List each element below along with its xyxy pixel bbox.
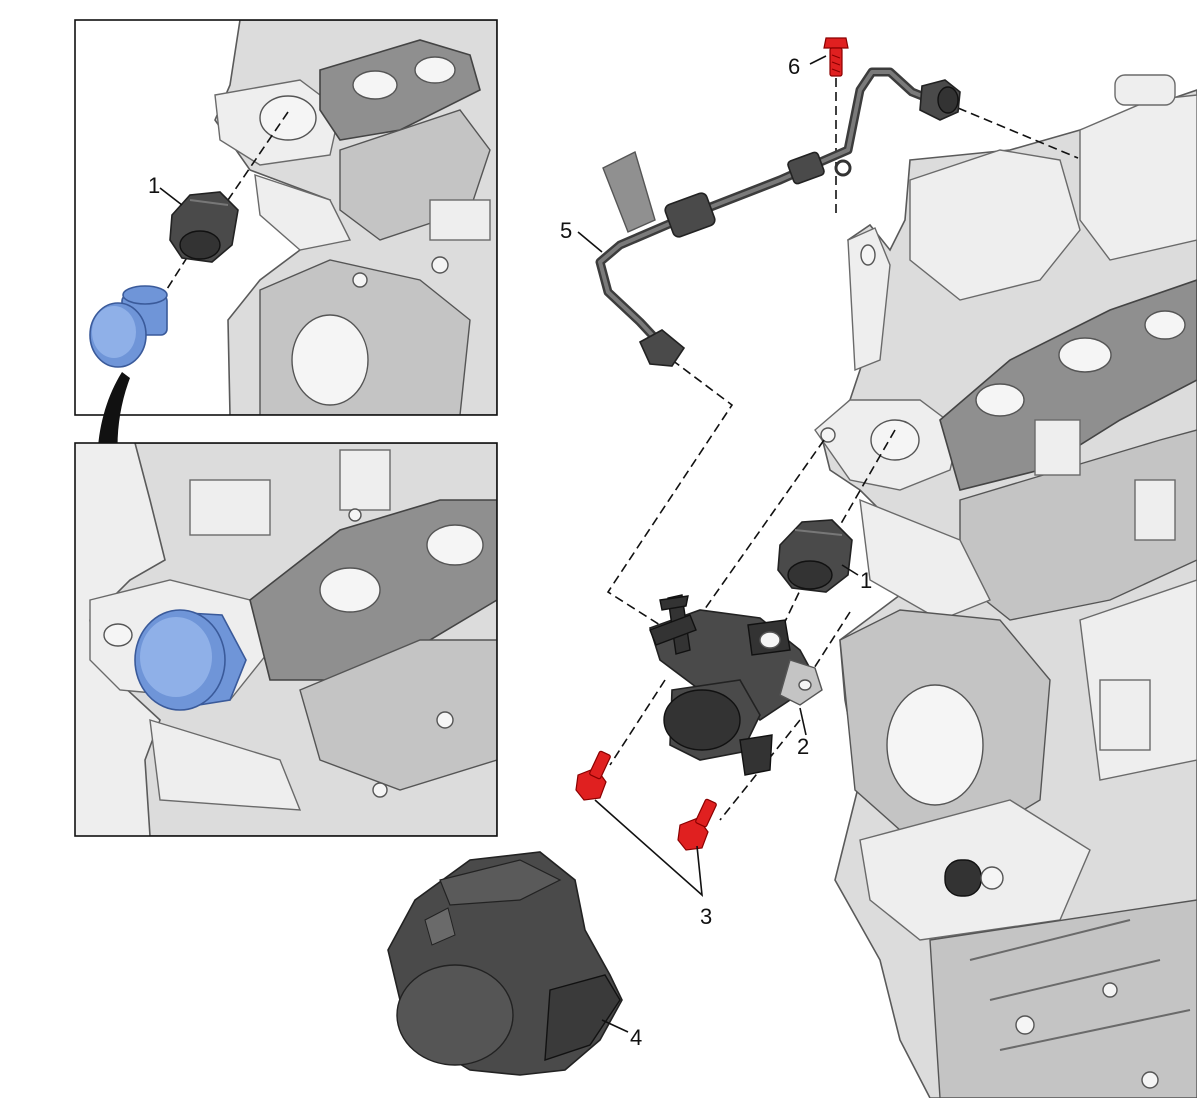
inset-engine-block	[214, 20, 497, 415]
callout-5: 5	[560, 218, 572, 243]
bolt-6	[823, 37, 849, 77]
fuel-pipe-5	[595, 67, 961, 367]
cover-1	[777, 519, 853, 593]
callout-2: 2	[797, 734, 809, 759]
pump-cover-4	[387, 851, 623, 1076]
inset-removal-panel: 1	[74, 19, 498, 416]
callout-3: 3	[700, 904, 712, 929]
bolt-3b	[677, 798, 717, 851]
callout-4: 4	[630, 1025, 642, 1050]
inset-installed-panel	[74, 442, 498, 837]
inset-cover-1	[169, 191, 239, 263]
inset2-engine-block	[75, 443, 497, 836]
inset-blue-cap	[89, 285, 168, 368]
engine-block	[814, 74, 1197, 1098]
inset2-blue-cap	[134, 609, 247, 711]
callout-1-main: 1	[860, 568, 872, 593]
callout-1-inset: 1	[148, 173, 160, 198]
callout-6: 6	[788, 54, 800, 79]
bolt-3a	[575, 750, 611, 801]
fuel-pump-2	[649, 594, 823, 776]
